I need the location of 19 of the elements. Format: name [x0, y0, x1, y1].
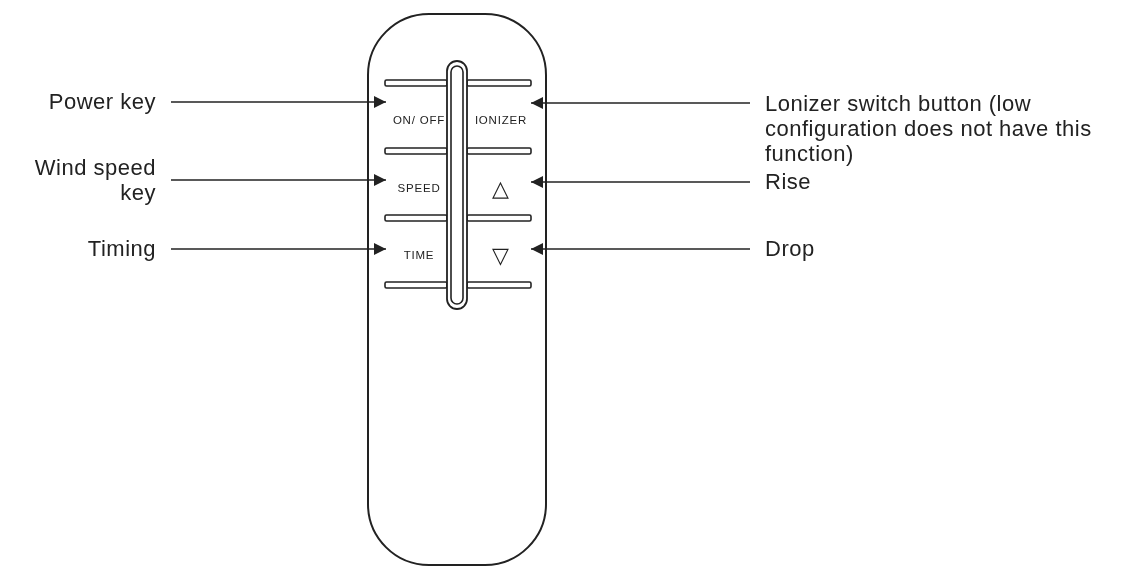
symbol-label: △	[470, 158, 532, 218]
callout-label: Drop	[765, 236, 885, 262]
callout-label: Rise	[765, 169, 885, 195]
arrow	[530, 176, 751, 188]
remote-body	[367, 13, 547, 566]
callout-label: Wind speed key	[0, 155, 156, 207]
arrow	[170, 174, 387, 186]
callout-label: Power key	[0, 89, 156, 115]
arrow	[530, 97, 751, 109]
symbol-label: ▽	[470, 225, 532, 285]
button-label: SPEED	[389, 158, 449, 218]
button-label: IONIZER	[470, 90, 532, 150]
button-label: TIME	[389, 225, 449, 285]
callout-label: Timing	[0, 236, 156, 262]
arrow	[170, 96, 387, 108]
callout-label: Lonizer switch button (low configuration does not have this function)	[765, 91, 1125, 169]
button-label: ON/ OFF	[389, 90, 449, 150]
arrow	[530, 243, 751, 255]
arrow	[170, 243, 387, 255]
